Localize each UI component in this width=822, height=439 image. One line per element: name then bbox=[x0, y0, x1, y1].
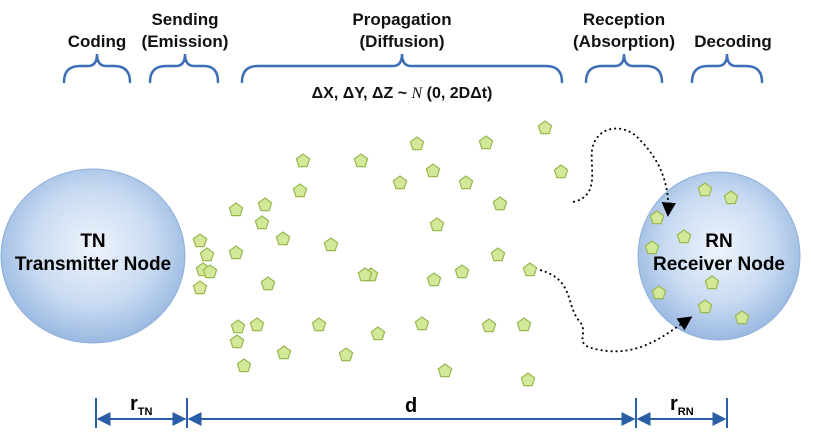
receiver-long-label: Receiver Node bbox=[653, 254, 785, 275]
molecule-pentagon bbox=[276, 345, 292, 360]
brace-propagation bbox=[240, 53, 564, 84]
molecule-pentagon bbox=[723, 190, 739, 205]
brace-decoding bbox=[690, 53, 764, 84]
molecule-pentagon bbox=[192, 233, 208, 248]
transmitter-short-label: TN bbox=[80, 231, 105, 252]
molecule-pentagon bbox=[357, 267, 373, 282]
stage-sending-label: Sending bbox=[151, 10, 218, 29]
receiver-node: RN Receiver Node bbox=[637, 171, 801, 341]
transmitter-node: TN Transmitter Node bbox=[0, 168, 186, 344]
molecule-pentagon bbox=[257, 197, 273, 212]
molecule-pentagon bbox=[338, 347, 354, 362]
molecule-pentagon bbox=[676, 229, 692, 244]
molecule-pentagon bbox=[254, 215, 270, 230]
molecule-pentagon bbox=[409, 136, 425, 151]
molecule-pentagon bbox=[481, 318, 497, 333]
stage-reception-label: Reception bbox=[583, 10, 665, 29]
stage-labels: Coding Sending (Emission) Propagation (D… bbox=[68, 10, 772, 51]
molecule-pentagon bbox=[323, 237, 339, 252]
brace-reception bbox=[584, 53, 664, 84]
stage-decoding-label: Decoding bbox=[694, 32, 771, 51]
stage-reception-sublabel: (Absorption) bbox=[573, 32, 675, 51]
molecule-pentagon bbox=[311, 317, 327, 332]
diffusion-equation: ΔX, ΔY, ΔZ ~ N (0, 2DΔt) bbox=[312, 85, 493, 102]
molecule-pentagon bbox=[454, 264, 470, 279]
molecule-pentagon bbox=[697, 182, 713, 197]
molecule-pentagon bbox=[425, 163, 441, 178]
stage-braces bbox=[62, 53, 764, 84]
molecule-pentagon bbox=[295, 153, 311, 168]
molecule-pentagon bbox=[414, 316, 430, 331]
molecule-pentagon bbox=[458, 175, 474, 190]
molecule-pentagon bbox=[202, 264, 218, 279]
molecule-pentagon bbox=[230, 319, 246, 334]
molecule-pentagon bbox=[429, 217, 445, 232]
molecule-pentagon bbox=[553, 164, 569, 179]
molecule-pentagon bbox=[275, 231, 291, 246]
diffusion-path-lower bbox=[539, 269, 693, 353]
molecule-pentagon bbox=[490, 247, 506, 262]
molecule-pentagon bbox=[370, 326, 386, 341]
diffusion-path-upper bbox=[572, 127, 676, 217]
molecule-pentagon bbox=[426, 272, 442, 287]
molecule-pentagon bbox=[522, 262, 538, 277]
molecule-pentagon bbox=[478, 135, 494, 150]
molecule-pentagon bbox=[516, 317, 532, 332]
molecule-pentagon bbox=[520, 372, 536, 387]
molecule-pentagon bbox=[192, 280, 208, 295]
d-label: d bbox=[405, 395, 417, 417]
transmitter-long-label: Transmitter Node bbox=[15, 254, 171, 275]
molecule-pentagon bbox=[353, 153, 369, 168]
molecule-pentagon bbox=[236, 358, 252, 373]
molecule-pentagon bbox=[228, 202, 244, 217]
brace-coding bbox=[62, 53, 132, 84]
molecule-pentagon bbox=[249, 317, 265, 332]
molecule-pentagon bbox=[492, 196, 508, 211]
molecule-pentagon bbox=[260, 276, 276, 291]
molecule-pentagon bbox=[229, 334, 245, 349]
receiver-short-label: RN bbox=[705, 231, 732, 252]
molecule-pentagon bbox=[437, 363, 453, 378]
molecule-pentagon bbox=[392, 175, 408, 190]
molecule-pentagon bbox=[644, 240, 660, 255]
stage-propagation-label: Propagation bbox=[352, 10, 451, 29]
r-tn-label: rTN bbox=[130, 393, 153, 418]
molecule-pentagon bbox=[199, 247, 215, 262]
molecule-pentagon bbox=[537, 120, 553, 135]
molecules bbox=[192, 120, 750, 387]
molecule-pentagon bbox=[228, 245, 244, 260]
molecule-pentagon bbox=[292, 183, 308, 198]
molecule-pentagon bbox=[734, 310, 750, 325]
molecule-pentagon bbox=[704, 275, 720, 290]
stage-sending-sublabel: (Emission) bbox=[142, 32, 229, 51]
r-rn-label: rRN bbox=[670, 393, 694, 418]
molecule-pentagon bbox=[651, 285, 667, 300]
dimension-lines bbox=[95, 398, 728, 428]
stage-propagation-sublabel: (Diffusion) bbox=[360, 32, 445, 51]
diffusion-paths bbox=[539, 127, 693, 353]
stage-coding-label: Coding bbox=[68, 32, 127, 51]
brace-sending bbox=[148, 53, 220, 84]
molecule-pentagon bbox=[697, 299, 713, 314]
